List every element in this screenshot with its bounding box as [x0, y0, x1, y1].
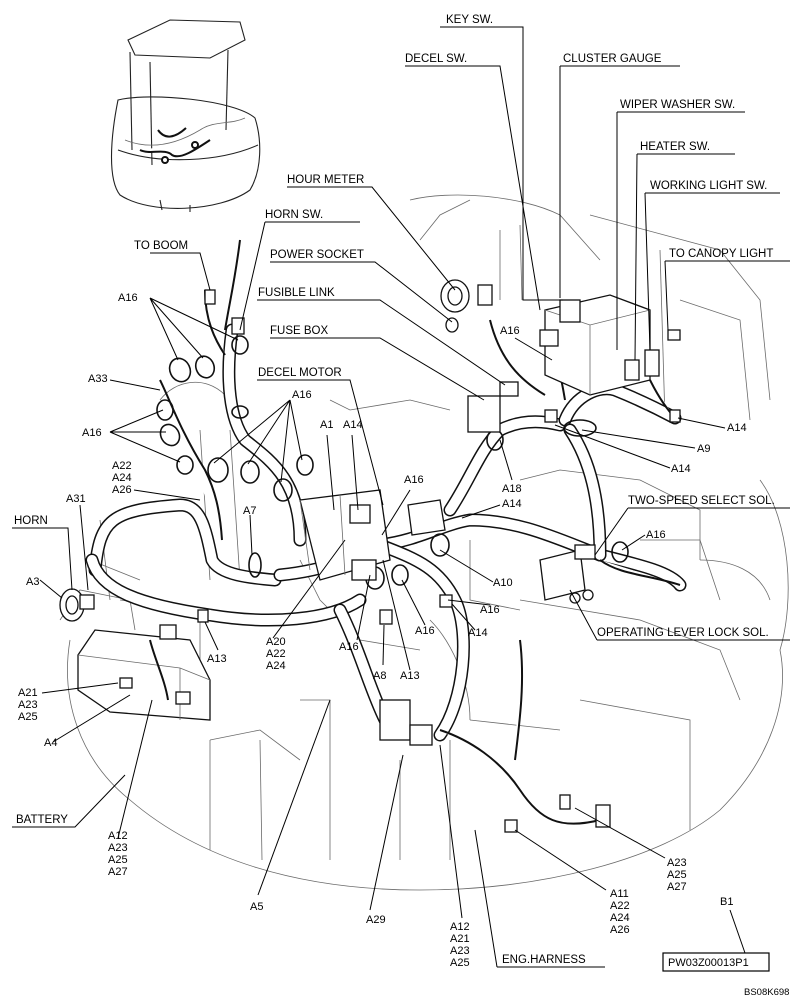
ref-a24: A24: [610, 912, 630, 924]
ref-a22: A22: [266, 648, 286, 660]
label-operating-lever-lock-sol: OPERATING LEVER LOCK SOL.: [597, 627, 769, 639]
ref-a16: A16: [415, 625, 435, 637]
ref-a3: A3: [26, 576, 39, 588]
ref-a1: A1: [320, 419, 333, 431]
label-two-speed-select-sol: TWO-SPEED SELECT SOL.: [628, 495, 775, 507]
ref-a33: A33: [88, 373, 108, 385]
label-horn: HORN: [14, 515, 48, 527]
ref-a25: A25: [108, 854, 128, 866]
ref-a27: A27: [108, 866, 128, 878]
ref-a22: A22: [112, 460, 132, 472]
ref-a14: A14: [727, 422, 747, 434]
power-socket-component: [445, 317, 459, 333]
label-power-socket: POWER SOCKET: [270, 249, 364, 261]
label-eng-harness: ENG.HARNESS: [502, 954, 586, 966]
ref-a16: A16: [82, 427, 102, 439]
leader-lines: [12, 26, 790, 968]
machine-inset-illustration: [111, 19, 261, 212]
ref-a26: A26: [610, 924, 630, 936]
ref-a24: A24: [266, 660, 286, 672]
ref-a24: A24: [112, 472, 132, 484]
ref-a31: A31: [66, 493, 86, 505]
ref-a11: A11: [610, 888, 629, 900]
ref-a29: A29: [366, 914, 386, 926]
reference-codes: A16 A33 A16 A22 A24 A26 A16 A1 A14 A31 A…: [18, 292, 747, 969]
ref-a26: A26: [112, 484, 132, 496]
ref-a16: A16: [500, 325, 520, 337]
label-fusible-link: FUSIBLE LINK: [258, 287, 335, 299]
label-key-sw: KEY SW.: [446, 14, 493, 26]
ref-a4: A4: [44, 737, 57, 749]
ref-b1: B1: [720, 896, 733, 908]
ref-a5: A5: [250, 901, 263, 913]
ref-a13: A13: [400, 670, 420, 682]
ref-a10: A10: [493, 577, 513, 589]
label-battery: BATTERY: [16, 814, 68, 826]
part-number: PW03Z00013P1: [668, 957, 749, 969]
ref-a13: A13: [207, 653, 227, 665]
ref-a16: A16: [292, 389, 312, 401]
label-to-boom: TO BOOM: [134, 240, 188, 252]
label-fuse-box: FUSE BOX: [270, 325, 328, 337]
ref-a22: A22: [610, 900, 630, 912]
ref-a18: A18: [502, 483, 522, 495]
ref-a12: A12: [450, 921, 470, 933]
ref-a21: A21: [450, 933, 470, 945]
label-wiper-washer-sw: WIPER WASHER SW.: [620, 99, 735, 111]
ref-a23: A23: [667, 857, 687, 869]
ref-a14: A14: [468, 627, 488, 639]
label-decel-motor: DECEL MOTOR: [258, 367, 342, 379]
label-to-canopy-light: TO CANOPY LIGHT: [669, 248, 773, 260]
drawing-code: BS08K698: [744, 987, 789, 998]
operating-lever-lock-sol-component: [539, 549, 586, 601]
components: [59, 279, 681, 833]
ref-a16: A16: [118, 292, 138, 304]
fusible-link-component: [499, 381, 519, 397]
label-working-light-sw: WORKING LIGHT SW.: [650, 180, 767, 192]
machine-frame-outline: [59, 194, 789, 891]
ref-a21: A21: [18, 687, 38, 699]
two-speed-select-sol-component: [574, 544, 596, 560]
ref-a12: A12: [108, 830, 128, 842]
main-wire-harness: [85, 323, 687, 742]
callout-labels: KEY SW. DECEL SW. CLUSTER GAUGE WIPER WA…: [14, 14, 775, 966]
ref-a14: A14: [671, 463, 691, 475]
part-number-box: PW03Z00013P1: [662, 952, 770, 972]
ref-a25: A25: [667, 869, 687, 881]
ref-a14: A14: [343, 419, 363, 431]
ref-a16: A16: [339, 641, 359, 653]
label-heater-sw: HEATER SW.: [640, 141, 710, 153]
ref-a7: A7: [243, 505, 256, 517]
ref-a23: A23: [450, 945, 470, 957]
ref-a23: A23: [18, 699, 38, 711]
ref-a20: A20: [266, 636, 286, 648]
ref-a9: A9: [697, 443, 710, 455]
ref-a25: A25: [18, 711, 38, 723]
battery-illustration: [77, 624, 211, 721]
ref-a23: A23: [108, 842, 128, 854]
ref-a16: A16: [404, 474, 424, 486]
ref-a16: A16: [480, 604, 500, 616]
ref-a25: A25: [450, 957, 470, 969]
label-cluster-gauge: CLUSTER GAUGE: [563, 53, 662, 65]
label-horn-sw: HORN SW.: [265, 209, 323, 221]
fuse-box-component: [467, 395, 501, 433]
label-decel-sw: DECEL SW.: [405, 53, 467, 65]
ref-a27: A27: [667, 881, 687, 893]
ref-a8: A8: [373, 670, 386, 682]
label-hour-meter: HOUR METER: [287, 174, 364, 186]
cable-ties: [156, 335, 629, 590]
ref-a16: A16: [646, 529, 666, 541]
ref-a14: A14: [502, 498, 522, 510]
